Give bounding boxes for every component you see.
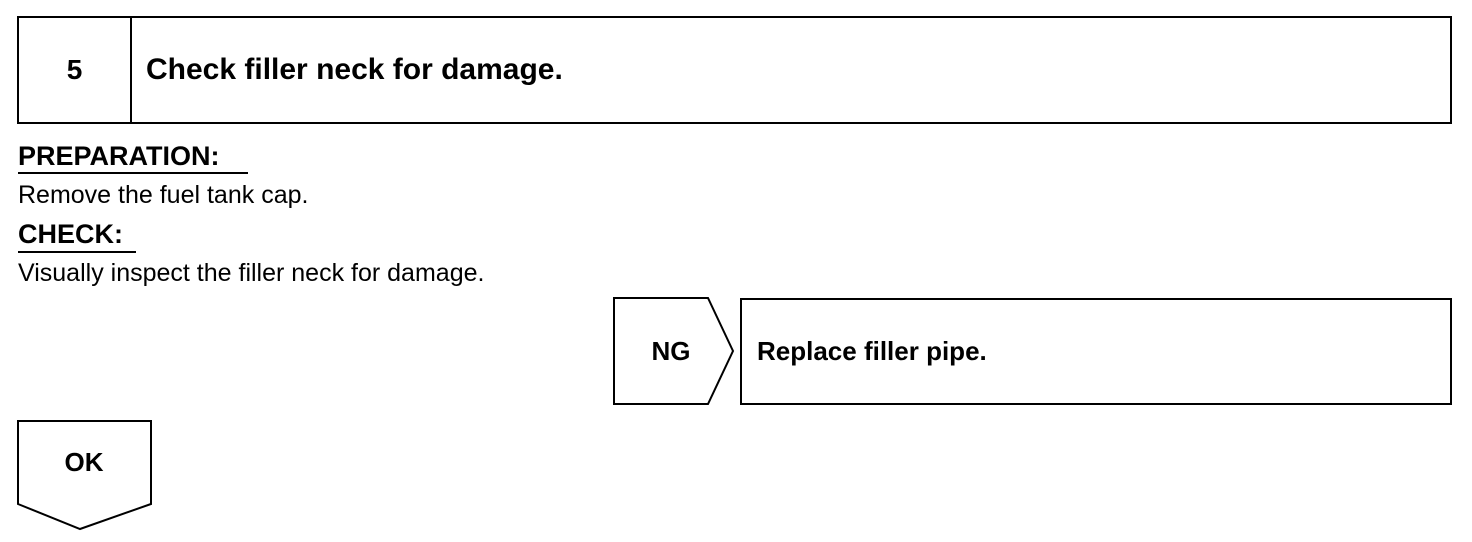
preparation-text: Remove the fuel tank cap. xyxy=(18,181,309,209)
preparation-heading: PREPARATION: xyxy=(18,141,220,171)
check-heading-underline xyxy=(18,251,136,253)
ng-action-box xyxy=(740,298,1452,405)
step-number: 5 xyxy=(66,54,83,85)
step-title: Check filler neck for damage. xyxy=(146,53,563,86)
ng-action-text: Replace filler pipe. xyxy=(757,336,987,366)
check-heading: CHECK: xyxy=(18,219,123,249)
step-header-box xyxy=(17,16,1452,124)
step-header-divider xyxy=(130,16,132,124)
check-text: Visually inspect the filler neck for dam… xyxy=(18,259,485,287)
preparation-heading-underline xyxy=(18,172,248,174)
ok-label: OK xyxy=(64,446,104,477)
ng-label: NG xyxy=(651,335,691,366)
